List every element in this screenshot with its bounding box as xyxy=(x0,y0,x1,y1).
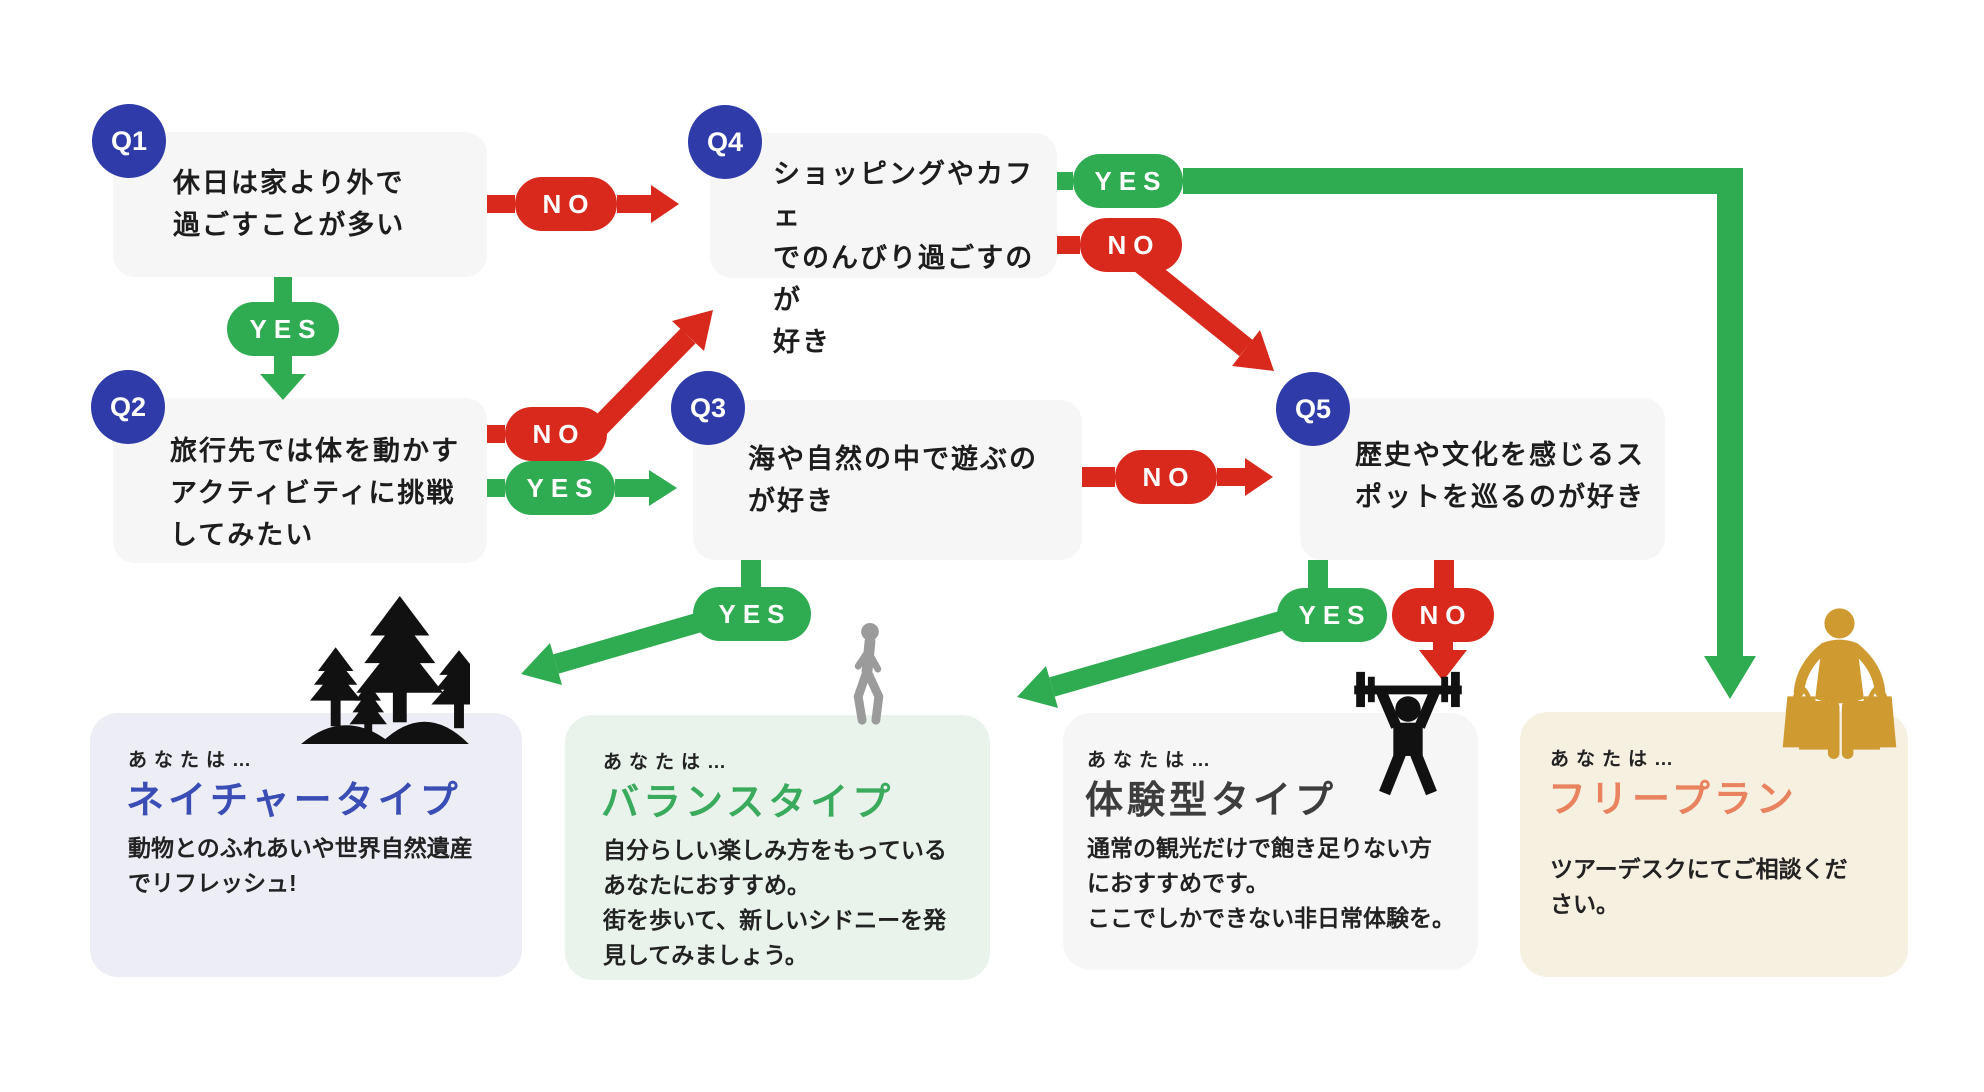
result-title-nature: ネイチャータイプ xyxy=(126,780,462,822)
question-text-line: 海や自然の中で遊ぶの xyxy=(748,444,1038,474)
yes-badge-q4: YES xyxy=(1073,154,1183,208)
result-body-experience: 通常の観光だけで飽き足りない方 におすすめです。 ここでしかできない非日常体験を… xyxy=(1087,831,1455,936)
arrow-q2-yes-shaft xyxy=(615,479,651,497)
question-text-line: アクティビティに挑戦 xyxy=(170,478,456,508)
yes-badge-q2: YES xyxy=(505,461,615,515)
question-text-line: 過ごすことが多い xyxy=(173,210,406,240)
question-badge-q1: Q1 xyxy=(92,104,166,178)
result-intro-balance: あなたは… xyxy=(603,752,734,773)
arrow-q3-yes-stem xyxy=(741,560,761,587)
arrowhead-q3-yes xyxy=(521,643,562,685)
arrowhead-q2-no xyxy=(672,310,713,351)
arrowhead-q4-no xyxy=(1232,330,1274,371)
question-box-q2: 旅行先では体を動かす アクティビティに挑戦 してみたい xyxy=(113,398,487,563)
result-title-experience: 体験型タイプ xyxy=(1085,780,1338,822)
result-body-line: あなたにおすすめ。 xyxy=(603,872,810,898)
result-body-line: ここでしかできない非日常体験を。 xyxy=(1087,905,1455,931)
question-text-q4: ショッピングやカフェ でのんびり過ごすのが 好き xyxy=(710,133,1057,363)
arrow-line-q3-yes xyxy=(553,611,707,674)
result-body-line: 動物とのふれあいや世界自然遺産 xyxy=(128,835,473,861)
no-badge-q4: NO xyxy=(1080,218,1182,272)
yes-badge-q5: YES xyxy=(1277,588,1387,642)
result-card-free-plan: あなたは… フリープラン ツアーデスクにてご相談くだ さい。 xyxy=(1520,712,1908,977)
result-title-free-plan: フリープラン xyxy=(1548,779,1798,821)
arrow-q4-yes-stem xyxy=(1057,172,1073,190)
result-body-line: さい。 xyxy=(1550,891,1619,917)
question-text-line: 旅行先では体を動かす xyxy=(170,436,460,466)
result-body-line: におすすめです。 xyxy=(1087,870,1269,896)
result-card-nature: あなたは… ネイチャータイプ 動物とのふれあいや世界自然遺産 でリフレッシュ! xyxy=(90,713,522,977)
question-text-line: ショッピングやカフェ xyxy=(773,159,1034,231)
arrow-q2-yes-stem xyxy=(487,479,505,497)
result-body-line: 街を歩いて、新しいシドニーを発 xyxy=(603,907,947,933)
arrow-q5-no-stem xyxy=(1434,560,1454,588)
result-body-line: 通常の観光だけで飽き足りない方 xyxy=(1087,835,1432,861)
question-text-q5: 歴史や文化を感じるス ポットを巡るのが好き xyxy=(1300,398,1665,518)
walking-person-icon xyxy=(853,622,884,725)
arrow-q5-no-shaft xyxy=(1433,642,1453,654)
question-box-q3: 海や自然の中で遊ぶの が好き xyxy=(693,400,1082,560)
question-text-line: 歴史や文化を感じるス xyxy=(1355,440,1645,470)
question-text-line: 休日は家より外で xyxy=(173,168,405,198)
arrowhead-q1-no xyxy=(651,185,679,223)
question-box-q5: 歴史や文化を感じるス ポットを巡るのが好き xyxy=(1300,398,1665,560)
question-badge-q4: Q4 xyxy=(688,105,762,179)
result-body-line: 自分らしい楽しみ方をもっている xyxy=(603,837,947,863)
no-badge-q1: NO xyxy=(515,177,617,231)
result-intro-experience: あなたは… xyxy=(1087,750,1218,771)
question-box-q4: ショッピングやカフェ でのんびり過ごすのが 好き xyxy=(710,133,1057,357)
arrowhead-q4-yes xyxy=(1704,656,1756,699)
result-card-balance: あなたは… バランスタイプ 自分らしい楽しみ方をもっている あなたにおすすめ。 … xyxy=(565,715,990,980)
question-text-line: ポットを巡るのが好き xyxy=(1355,482,1645,512)
yes-badge-q1: YES xyxy=(227,302,339,356)
result-intro-nature: あなたは… xyxy=(128,750,259,771)
question-badge-q3: Q3 xyxy=(671,371,745,445)
arrow-q3-no-shaft xyxy=(1217,468,1247,486)
question-text-q3: 海や自然の中で遊ぶの が好き xyxy=(693,400,1082,522)
arrowhead-q2-yes xyxy=(649,470,677,506)
question-text-line: 好き xyxy=(773,327,831,357)
result-intro-free-plan: あなたは… xyxy=(1550,749,1681,770)
result-body-nature: 動物とのふれあいや世界自然遺産 でリフレッシュ! xyxy=(128,831,473,901)
arrow-q4-no-stem xyxy=(1057,236,1080,254)
result-body-line: 見してみましょう。 xyxy=(603,942,808,968)
result-body-line: でリフレッシュ! xyxy=(128,870,297,896)
arrow-line-q5-yes xyxy=(1049,610,1287,697)
no-badge-q3: NO xyxy=(1115,450,1217,504)
arrow-q5-yes-stem xyxy=(1308,560,1328,588)
question-text-line: が好き xyxy=(748,486,835,516)
arrow-q1-no-stem xyxy=(487,195,515,213)
no-badge-q5: NO xyxy=(1392,588,1494,642)
arrow-q3-no-stem xyxy=(1082,467,1115,487)
arrow-q4-yes-horizontal xyxy=(1183,168,1743,194)
yes-badge-q3: YES xyxy=(693,587,811,641)
arrowhead-q3-no xyxy=(1245,458,1273,496)
arrow-q1-yes-stem xyxy=(274,277,292,304)
question-box-q1: 休日は家より外で 過ごすことが多い xyxy=(113,132,487,277)
no-badge-q2: NO xyxy=(505,407,607,461)
result-body-balance: 自分らしい楽しみ方をもっている あなたにおすすめ。 街を歩いて、新しいシドニーを… xyxy=(603,833,947,973)
question-badge-q2: Q2 xyxy=(91,370,165,444)
arrowhead-q1-yes xyxy=(260,374,306,400)
result-body-line: ツアーデスクにてご相談くだ xyxy=(1550,856,1848,882)
question-text-line: でのんびり過ごすのが xyxy=(773,243,1035,315)
weightlifter-icon xyxy=(1354,671,1462,796)
result-title-balance: バランスタイプ xyxy=(601,782,895,824)
pine-trees-icon xyxy=(301,596,470,744)
arrowhead-q5-yes xyxy=(1017,666,1058,708)
result-body-free-plan: ツアーデスクにてご相談くだ さい。 xyxy=(1550,852,1848,922)
arrow-q1-yes-shaft xyxy=(274,356,292,376)
arrow-q2-no-stem xyxy=(487,425,505,443)
question-badge-q5: Q5 xyxy=(1276,372,1350,446)
arrow-q1-no-shaft xyxy=(617,195,651,213)
arrow-line-q4-no xyxy=(1135,255,1253,357)
question-text-q2: 旅行先では体を動かす アクティビティに挑戦 してみたい xyxy=(113,398,487,556)
shopping-person-icon xyxy=(1782,608,1897,759)
arrow-q4-yes-vertical xyxy=(1717,168,1743,658)
question-text-line: してみたい xyxy=(170,520,315,550)
question-text-q1: 休日は家より外で 過ごすことが多い xyxy=(113,132,487,246)
